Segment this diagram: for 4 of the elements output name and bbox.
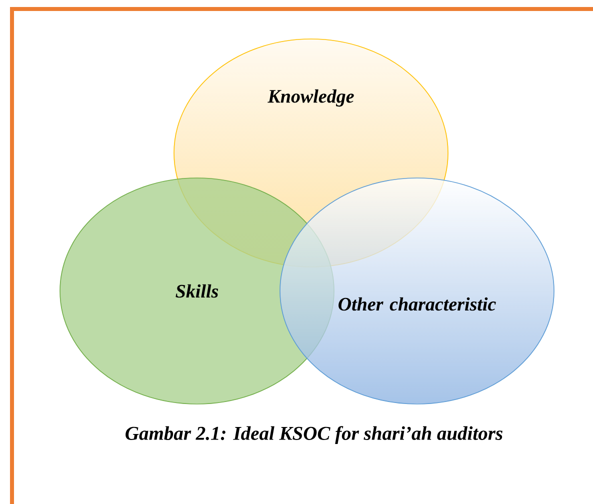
ellipse-label: Skills <box>176 284 218 298</box>
ellipse-label: Knowledge <box>268 89 354 107</box>
caption: Gambar 2.1: Ideal KSOC for shari’ah auditors <box>126 426 502 444</box>
ellipse-label: Other characteristic <box>338 297 496 311</box>
